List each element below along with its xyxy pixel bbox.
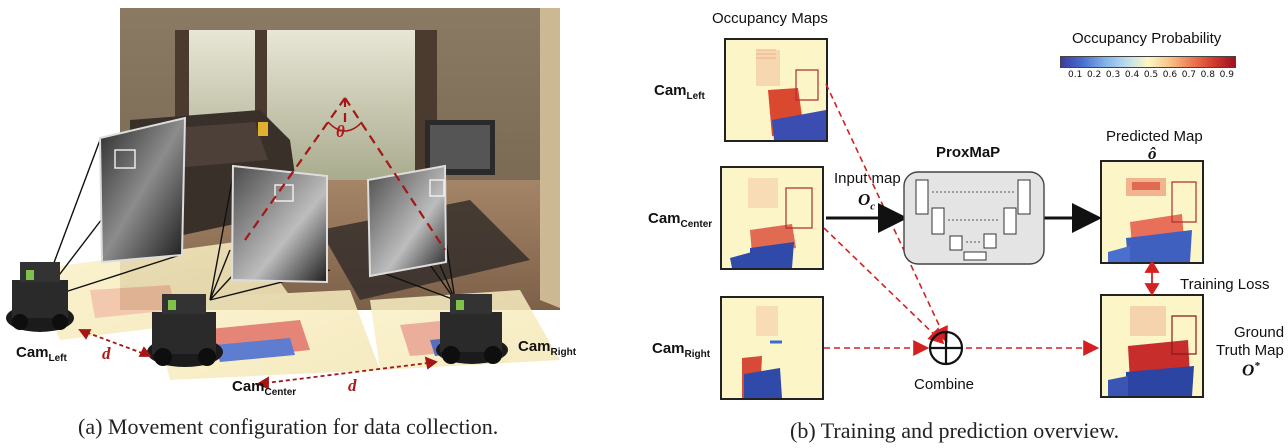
room-photo [120, 8, 560, 310]
occupancy-map-right [720, 296, 824, 400]
colorbar-tick: 0.2 [1086, 70, 1102, 80]
angle-label: θ [336, 122, 345, 141]
training-loss-label: Training Loss [1180, 276, 1270, 293]
cam-center-label-b: CamCenter [648, 210, 713, 230]
center-to-combine-line [823, 227, 945, 345]
colorbar [1060, 56, 1236, 68]
colorbar-tick: 0.7 [1181, 70, 1197, 80]
ground-truth-symbol: O* [1242, 360, 1260, 380]
robot-center [147, 294, 223, 367]
input-map-label: Input map [834, 170, 901, 187]
depth-images [98, 116, 448, 284]
caption-a: (a) Movement configuration for data coll… [78, 414, 499, 439]
ground-truth-label-line1: Ground [1234, 324, 1285, 341]
colorbar-tick: 0.6 [1162, 70, 1178, 80]
occupancy-maps-title: Occupancy Maps [712, 10, 828, 27]
flow-connectors [823, 83, 1160, 366]
robot-left [6, 262, 74, 332]
colorbar-tick: 0.5 [1143, 70, 1159, 80]
right-panel: Occupancy Maps Occupancy Probability 0.1… [640, 0, 1288, 448]
distance-label-left: d [102, 344, 111, 363]
predicted-map [1100, 160, 1204, 264]
occupancy-map-left [724, 38, 828, 142]
distance-arrows [78, 329, 438, 390]
distance-label-center: d [348, 376, 357, 395]
ground-truth-map [1100, 294, 1204, 398]
proxmap-block [903, 171, 1045, 265]
movement-illustration [6, 8, 560, 390]
input-map-symbol: Oc [858, 190, 876, 213]
angle-lines [244, 97, 446, 251]
caption-b: (b) Training and prediction overview. [790, 418, 1120, 443]
colorbar-tick: 0.9 [1219, 70, 1234, 80]
combine-symbol [928, 330, 964, 366]
predicted-map-symbol: ô [1148, 144, 1157, 163]
robot-right [436, 294, 508, 364]
ground-truth-label-line2: Truth Map [1216, 342, 1284, 359]
combine-label: Combine [914, 376, 975, 393]
cam-left-label-b: CamLeft [654, 82, 705, 102]
colorbar-ticks: 0.1 0.2 0.3 0.4 0.5 0.6 0.7 0.8 0.9 [1068, 70, 1234, 80]
colorbar-tick: 0.8 [1200, 70, 1215, 80]
training-loss-arrow [1144, 260, 1160, 296]
colorbar-title: Occupancy Probability [1072, 30, 1222, 47]
left-panel: θ d d CamLeft CamCenter CamRight (a) Mov… [0, 0, 640, 448]
proxmap-label: ProxMaP [936, 144, 1001, 161]
colorbar-tick: 0.1 [1068, 70, 1083, 80]
cam-right-label-b: CamRight [652, 340, 711, 360]
predicted-map-label: Predicted Map [1106, 128, 1203, 145]
occupancy-map-center [720, 166, 824, 270]
cam-center-label-a: CamCenter [232, 378, 297, 398]
cam-left-label-a: CamLeft [16, 344, 67, 364]
cam-right-label-a: CamRight [518, 338, 577, 358]
colorbar-tick: 0.3 [1105, 70, 1121, 80]
colorbar-tick: 0.4 [1124, 70, 1140, 80]
